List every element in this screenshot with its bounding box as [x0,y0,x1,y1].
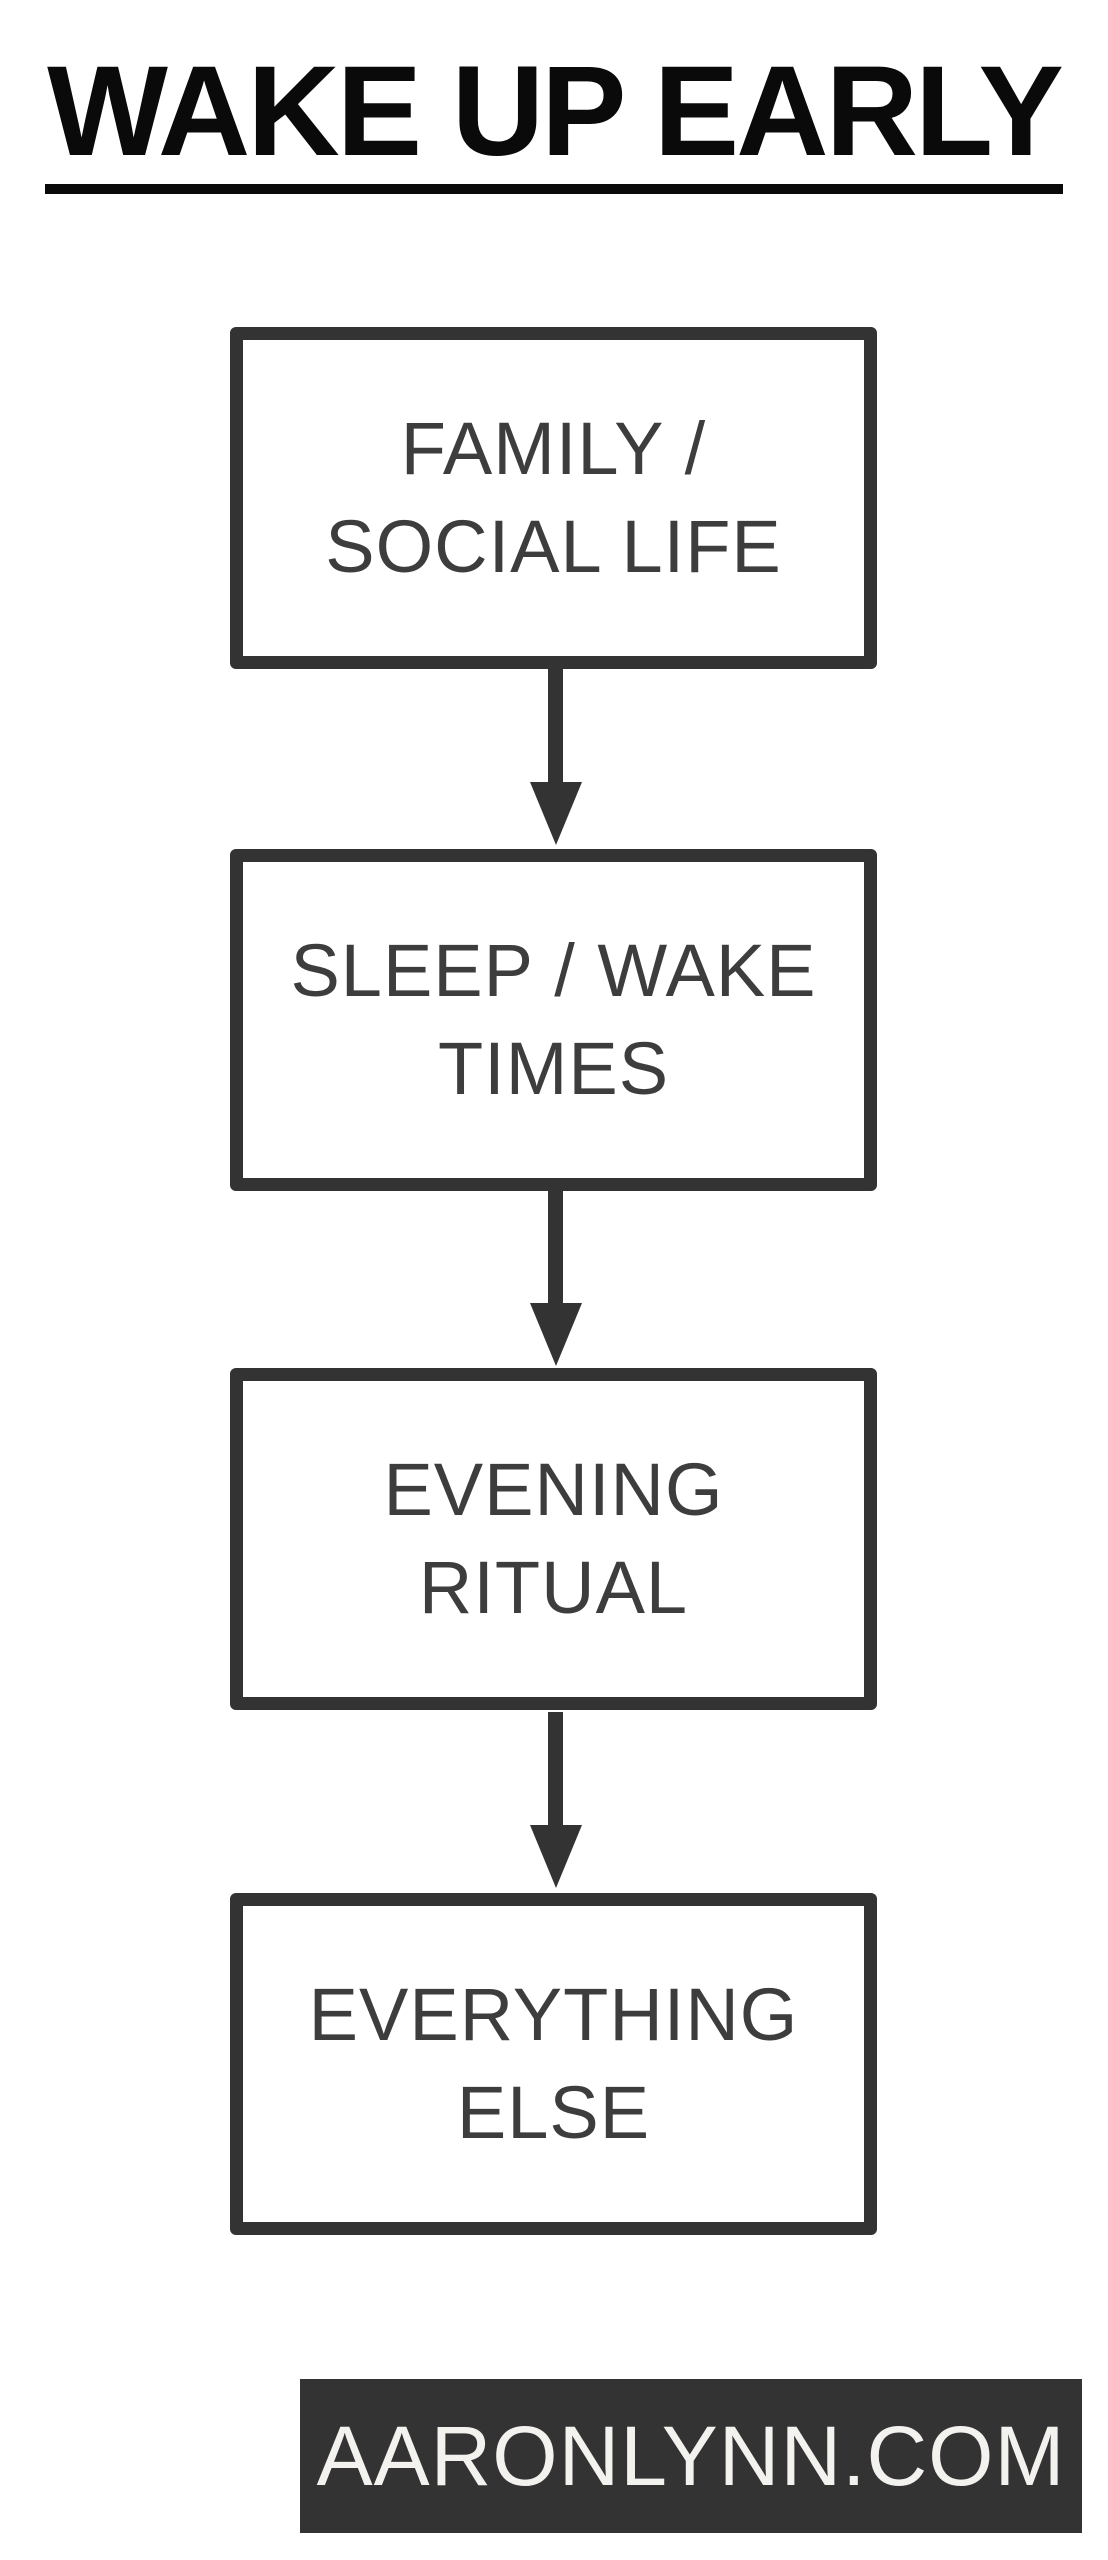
flow-node-label-line: EVERYTHING [308,1973,799,2056]
flow-node-everything-else: EVERYTHING ELSE [230,1893,877,2235]
flow-node-label-line: TIMES [437,1027,670,1110]
page-title-text: WAKE UP EARLY [45,48,1064,194]
flow-node-family-social-life: FAMILY / SOCIAL LIFE [230,327,877,669]
arrow-head-icon [530,1303,582,1366]
arrow-stem [548,1712,563,1825]
arrow-stem [548,669,563,782]
flow-node-label-line: EVENING [383,1448,724,1531]
flow-node-label-line: SOCIAL LIFE [325,505,782,588]
footer-site-label: AARONLYNN.COM [316,2409,1066,2503]
page-title: WAKE UP EARLY [0,48,1108,194]
flow-node-label-line: FAMILY / [400,407,707,490]
arrow-head-icon [530,1825,582,1888]
arrow-stem [548,1190,563,1303]
arrow-head-icon [530,782,582,845]
flow-node-label-line: RITUAL [418,1546,689,1629]
flow-node-label-line: SLEEP / WAKE [290,929,817,1012]
flow-node-sleep-wake-times: SLEEP / WAKE TIMES [230,849,877,1191]
flow-node-evening-ritual: EVENING RITUAL [230,1368,877,1710]
footer-banner: AARONLYNN.COM [300,2379,1082,2533]
flow-node-label-line: ELSE [456,2071,651,2154]
